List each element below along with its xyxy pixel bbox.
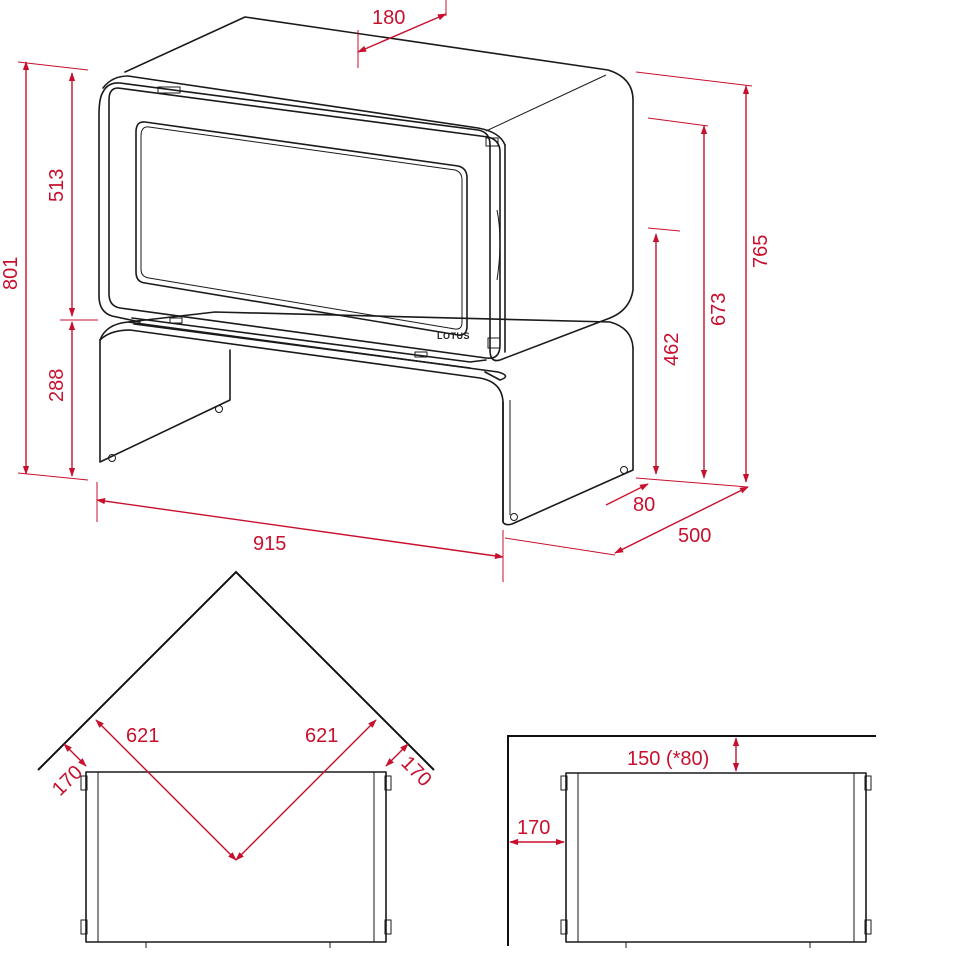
dim-corner-right-clearance: 170 <box>396 752 435 791</box>
leg-bolt <box>510 513 518 521</box>
brand-logo: LOTUS <box>437 331 470 341</box>
stove-top-front-edge <box>102 75 506 146</box>
base-clip-right <box>414 351 428 358</box>
bench-left-leg <box>99 339 231 463</box>
plan-bracket <box>560 775 568 791</box>
dim-stove-height: 513 <box>46 169 68 202</box>
rear-and-side-walls <box>507 735 876 946</box>
right-bottom-hinge <box>487 337 501 349</box>
dim-flue-offset: 180 <box>372 7 405 29</box>
stove-perspective-view: LOTUS <box>98 16 634 526</box>
dim-height-top: 765 <box>750 235 772 268</box>
door-glass-inner <box>140 126 463 330</box>
dim-height-flue-center: 673 <box>708 293 730 326</box>
dim-side-clearance: 170 <box>517 817 550 839</box>
dim-total-height: 801 <box>0 257 22 290</box>
door-frame <box>108 87 501 360</box>
plan-bracket <box>80 919 88 935</box>
plan-bracket <box>384 775 392 791</box>
bench-front-edge <box>99 329 504 523</box>
plan-bracket <box>864 775 872 791</box>
dim-bench-height: 288 <box>46 369 68 402</box>
right-top-hinge <box>485 137 499 147</box>
door-glass <box>135 121 468 336</box>
dim-corner-left-distance: 621 <box>126 725 159 747</box>
stove-top-right-edge <box>485 74 607 132</box>
dim-height-door-bottom: 462 <box>661 333 683 366</box>
stove-plan-corner <box>85 771 387 943</box>
dim-depth: 500 <box>678 525 711 547</box>
plan-bracket <box>80 775 88 791</box>
dim-rear-clearance: 150 (*80) <box>627 748 709 770</box>
dim-bench-overhang: 80 <box>633 494 655 516</box>
door-handle <box>496 209 501 281</box>
plan-bracket <box>384 919 392 935</box>
wall-installation-plan: 150 (*80) 170 <box>507 735 876 948</box>
bench-right-leg <box>502 347 634 526</box>
plan-bracket <box>864 919 872 935</box>
dim-width: 915 <box>253 533 286 555</box>
corner-walls <box>37 570 435 771</box>
front-view-dimensions: 180 801 513 288 915 500 80 765 673 <box>0 0 772 582</box>
corner-installation-plan: 621 621 170 170 <box>37 570 436 948</box>
base-clip-left <box>169 317 183 324</box>
stove-body <box>98 16 634 362</box>
top-hinge <box>157 86 181 94</box>
leg-bolt <box>108 454 116 462</box>
leg-bolt <box>215 405 223 413</box>
stove-plan-wall <box>565 772 867 943</box>
leg-bolt <box>620 466 628 474</box>
bench-top <box>99 311 634 381</box>
dim-corner-left-clearance: 170 <box>48 761 87 800</box>
plan-bracket <box>560 919 568 935</box>
dim-corner-right-distance: 621 <box>305 725 338 747</box>
